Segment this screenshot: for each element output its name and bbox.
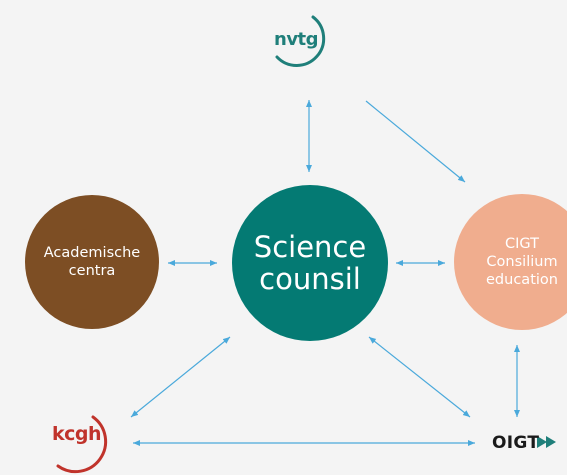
- nvtg-logo-text: nvtg: [274, 29, 319, 50]
- oigt-arrow-icon: [537, 436, 556, 448]
- kcgh-logo-text: kcgh: [52, 423, 102, 445]
- nvtg-logo-ring: [275, 15, 326, 67]
- edge-nvtg-cigt: [365, 100, 466, 183]
- edge-science-oigt: [368, 336, 471, 418]
- academische-centra-node: Academische centra: [25, 195, 159, 329]
- oigt-logo-text: OIGT: [492, 433, 540, 453]
- cigt-node: CIGT Consilium education: [454, 194, 567, 330]
- kcgh-logo-ring: [56, 415, 108, 474]
- edge-science-kcgh: [130, 336, 231, 418]
- cigt-label: CIGT Consilium education: [486, 236, 558, 288]
- science-counsil-label: Science counsil: [253, 230, 367, 296]
- science-counsil-node: Science counsil: [232, 185, 388, 341]
- academische-centra-label: Academische centra: [43, 245, 141, 279]
